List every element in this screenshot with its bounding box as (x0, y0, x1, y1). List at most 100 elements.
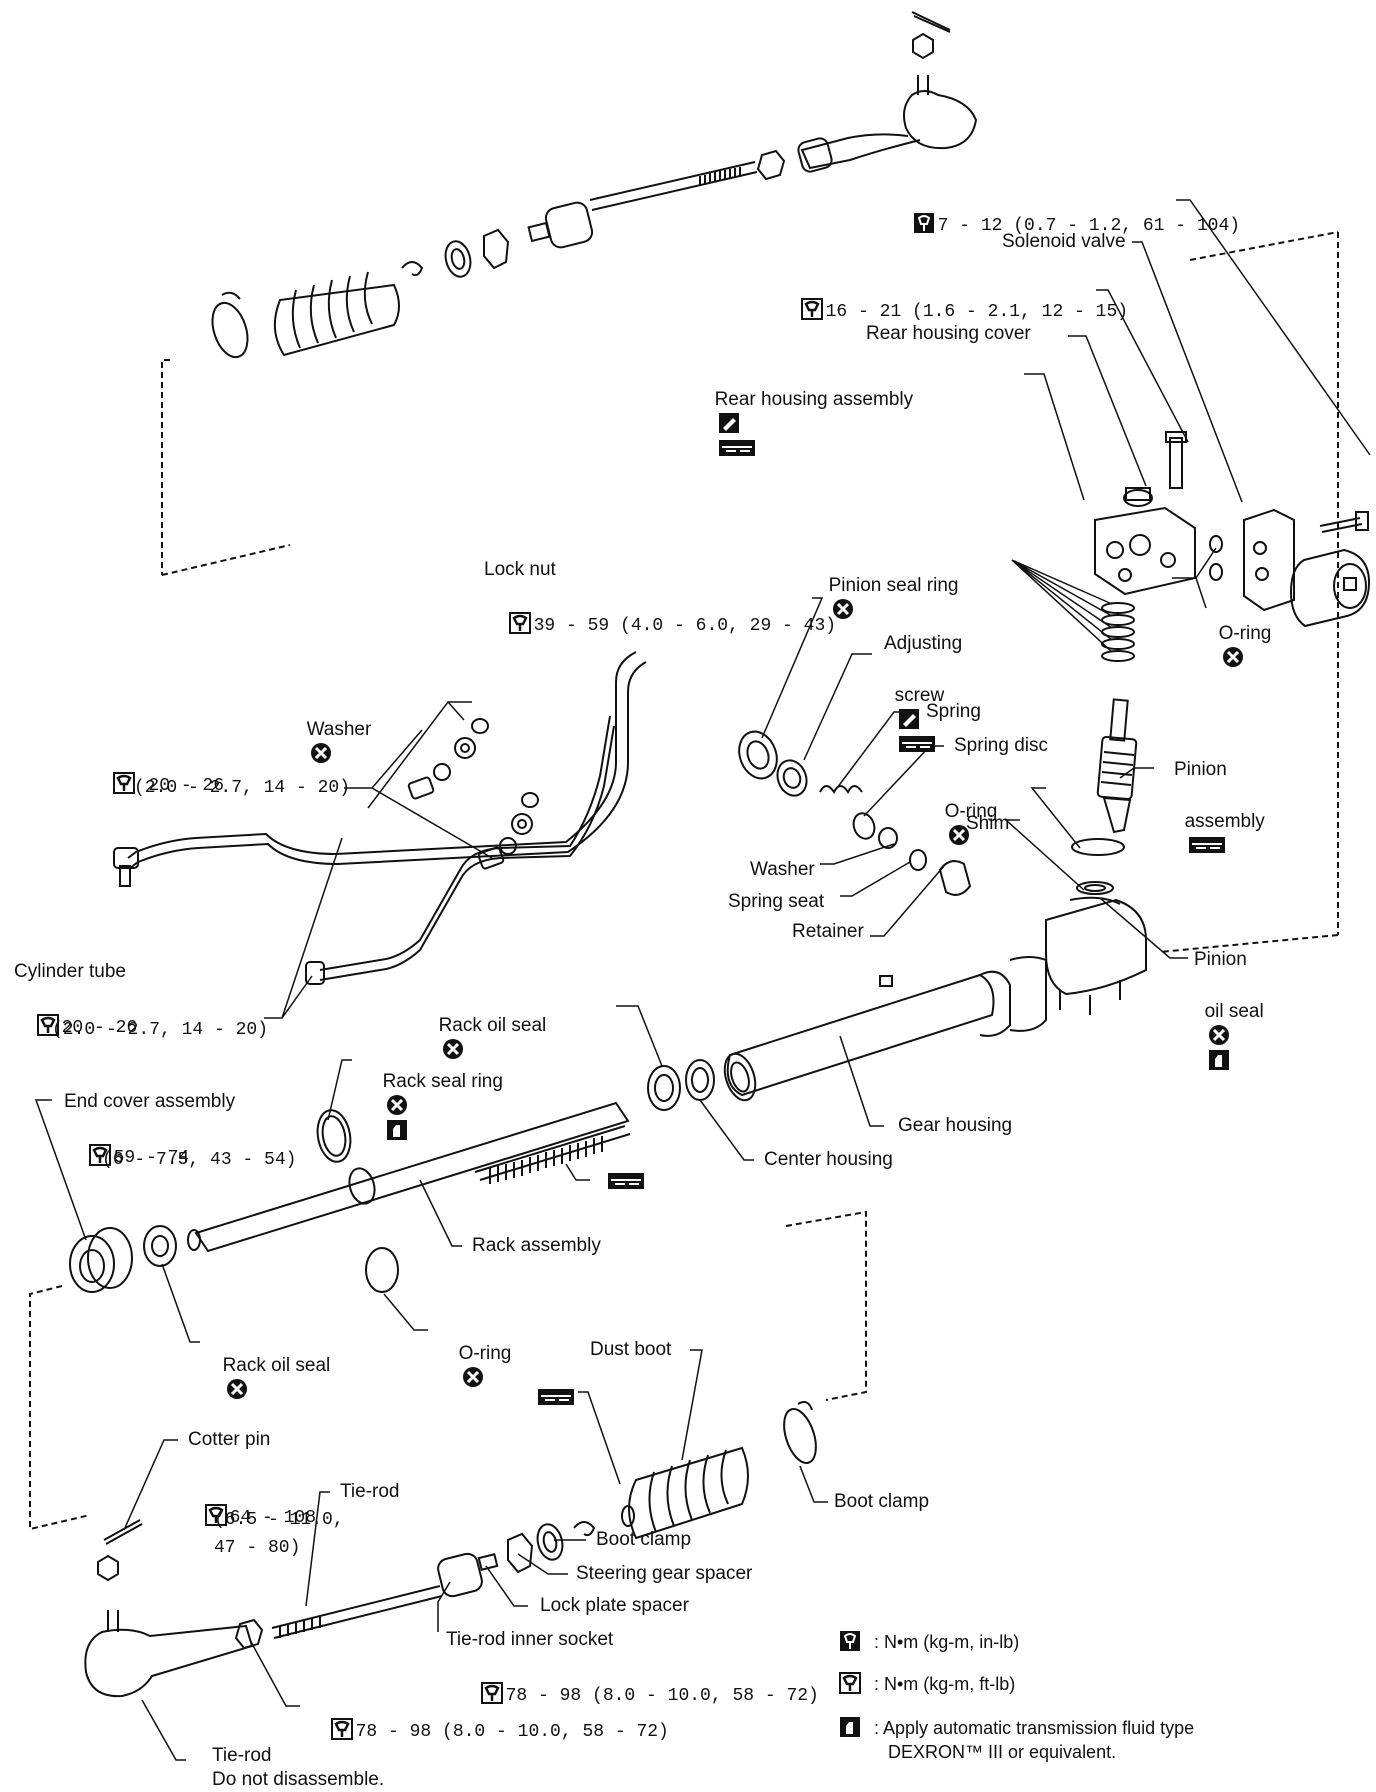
end-cover-torque-label: 59 - 74 (64, 1120, 189, 1170)
rack-oil-seal-low (143, 1225, 177, 1267)
pinion-oil-seal-label: oil seal (1194, 976, 1264, 1074)
cylinder-tube-label: Cylinder tube (14, 961, 126, 982)
center-housing-ring (685, 1059, 715, 1101)
rear-housing-cover-label: Rear housing cover (866, 323, 1031, 344)
spring-disc-label: Spring disc (954, 735, 1048, 756)
spring-seat-label: Spring seat (728, 891, 825, 912)
lock-nut-torque-label: 39 - 59 (4.0 - 6.0, 29 - 43) (484, 588, 836, 638)
spring-label: Spring (926, 701, 981, 722)
inner-socket-torque-label: 78 - 98 (8.0 - 10.0, 58 - 72) (456, 1658, 819, 1708)
boot-clamp-low-label: Boot clamp (596, 1529, 692, 1550)
replace-x-icon (1208, 1024, 1230, 1046)
fluid-bottle-icon (386, 1119, 408, 1141)
end-cover-torque-sub-label: (6 - 7.5, 43 - 54) (102, 1150, 297, 1170)
torque-wrench-ft-lb-icon (36, 1014, 59, 1036)
solenoid-valve-label: Solenoid valve (1002, 231, 1126, 252)
replace-x-icon (442, 1038, 464, 1060)
boot-clamp-right-label: Boot clamp (834, 1491, 930, 1512)
gear-housing-body (723, 896, 1147, 1102)
nut-torque-label: 64 - 108 (180, 1480, 316, 1530)
top-tie-rod-end (903, 75, 978, 150)
pinion-label: Pinion (1174, 759, 1227, 780)
sealant-icon (898, 733, 936, 755)
replace-x-icon (462, 1366, 484, 1388)
rack-oil-seal-top-label: Rack oil seal (428, 990, 546, 1063)
top-spacer (444, 240, 472, 278)
rear-housing-body (1094, 506, 1196, 596)
fluid-bottle-icon (1208, 1049, 1230, 1071)
replace-x-icon (832, 598, 854, 620)
sealant-icon (718, 437, 756, 459)
solenoid-valve-body (1289, 548, 1371, 628)
pinion-assembly-label: assembly (1174, 786, 1265, 859)
end-cover-assembly-part (69, 1227, 133, 1293)
steering-gear-spacer-label: Steering gear spacer (576, 1563, 753, 1584)
rack-oil-seal-top (647, 1065, 681, 1111)
tie-rod-inner-socket-label: Tie-rod inner socket (446, 1629, 614, 1650)
dust-boot-label: Dust boot (590, 1339, 672, 1360)
adjusting-screw-group (738, 730, 972, 896)
gear-housing-label: Gear housing (898, 1115, 1013, 1136)
cylinder-tubes (113, 651, 647, 985)
sealant-icon (607, 1170, 645, 1192)
replace-x-icon (386, 1094, 408, 1116)
torque-bolt-label: 16 - 21 (1.6 - 2.1, 12 - 15) (776, 274, 1128, 324)
legend-row-fluid: : Apply automatic transmission fluid typ… (836, 1716, 1194, 1764)
grease-icon (898, 708, 920, 730)
o-ring-low-label: O-ring (448, 1318, 511, 1391)
end-cover-assembly-label: End cover assembly (64, 1091, 236, 1112)
adjusting-label: Adjusting (884, 633, 963, 654)
replace-x-icon (226, 1378, 248, 1400)
legend-row-ft-lb: : N•m (kg-m, ft-lb) (836, 1672, 1015, 1696)
bottom-tie-rod-group (84, 1401, 817, 1698)
top-inner-socket (544, 201, 594, 249)
leader-lines (34, 199, 1371, 1761)
o-ring-low-part (365, 1247, 399, 1293)
adjusting-screw-label: screw (884, 660, 944, 758)
legend-in-lb-text: : N•m (kg-m, in-lb) (874, 1632, 1020, 1652)
grease-icon (718, 412, 740, 434)
shim-label: Shim (966, 813, 1010, 834)
cotter-pin-label: Cotter pin (188, 1429, 271, 1450)
nut-torque-3-label: 47 - 80) (214, 1538, 301, 1558)
legend-ft-lb-text: : N•m (kg-m, ft-lb) (874, 1674, 1016, 1694)
sealant-icon (537, 1386, 575, 1408)
torque-wrench-in-lb-icon (913, 212, 935, 234)
rear-housing-group (1071, 431, 1371, 895)
tie-rod-low-label: Tie-rod (212, 1745, 272, 1766)
legend-fluid-line2: DEXRON™ III or equivalent. (888, 1742, 1117, 1762)
legend-fluid-line1: : Apply automatic transmission fluid typ… (874, 1718, 1195, 1738)
torque-top-label: 7 - 12 (0.7 - 1.2, 61 - 104) (888, 188, 1240, 238)
top-lock-plate-spacer (483, 228, 510, 270)
lock-nut-low-torque-label: 78 - 98 (8.0 - 10.0, 58 - 72) (306, 1694, 669, 1744)
torque-wrench-ft-lb-icon (330, 1718, 353, 1740)
nut-torque-2-label: (6.5 - 11.0, (214, 1510, 344, 1530)
top-lock-nut (756, 149, 786, 181)
replace-x-icon (948, 824, 970, 846)
cyl-torque-label: 20 - 26 (12, 990, 137, 1040)
o-ring-mid-label: O-ring (934, 776, 997, 849)
pinion-seal-ring-label: Pinion seal ring (818, 550, 958, 623)
lock-plate-spacer-label: Lock plate spacer (540, 1595, 689, 1616)
top-castle-nut (912, 32, 934, 60)
top-boot-clamp-large (211, 301, 249, 359)
rack-assembly-shaft (187, 1101, 631, 1253)
lock-nut-label: Lock nut (484, 559, 556, 580)
top-boot-clamp-small (401, 261, 424, 277)
top-dust-boot (273, 271, 400, 357)
torque-wrench-ft-lb-icon (800, 298, 823, 320)
pinion-oil-label: Pinion (1194, 949, 1247, 970)
sealant-icon (1188, 834, 1226, 856)
retainer-label: Retainer (792, 921, 864, 942)
replace-x-icon (310, 742, 332, 764)
top-cotter-pin (911, 11, 951, 31)
torque-wrench-ft-lb-icon (480, 1682, 503, 1704)
torque-wrench-ft-lb-icon (508, 612, 531, 634)
torque-wrench-ft-lb-icon (112, 772, 135, 794)
cyl-torque-sub-label: (2.0 - 2.7, 14 - 20) (52, 1020, 269, 1040)
torque-20-26-label: 20 - 26 (88, 748, 224, 798)
rack-seal-ring-label: Rack seal ring (372, 1046, 503, 1144)
o-ring-right-label: O-ring (1208, 598, 1271, 671)
legend-row-in-lb: : N•m (kg-m, in-lb) (836, 1630, 1019, 1654)
torque-wrench-ft-lb-icon (204, 1504, 227, 1526)
